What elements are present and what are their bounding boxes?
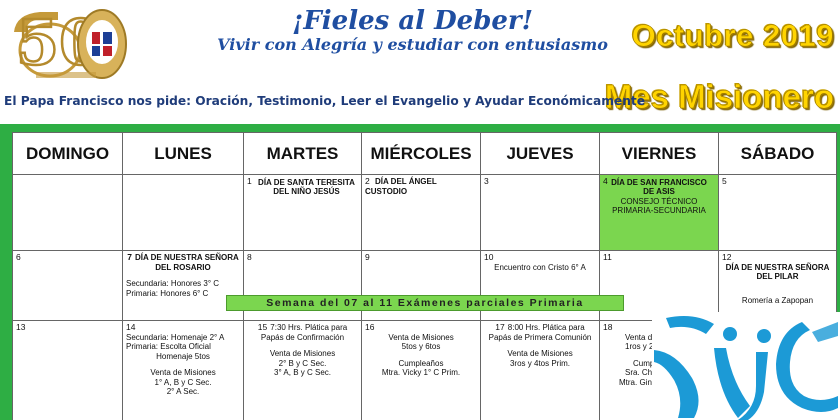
event-line: Primaria: Honores 6° C <box>126 288 209 298</box>
event-line: 2° A Sec. <box>166 387 200 396</box>
weekday-sunday: DOMINGO <box>12 132 123 175</box>
event-line: Mtra. Gina <box>619 377 657 387</box>
event-line: 5tos y 6tos <box>401 342 441 351</box>
event-line: CONSEJO TÉCNICO <box>620 196 698 206</box>
day-cell-empty <box>12 174 123 251</box>
day-number: 12 <box>722 252 732 262</box>
week-row-1: 1 DÍA DE SANTA TERESITA DEL NIÑO JESÚS 2… <box>12 174 837 251</box>
month-subtitle: Mes Misionero <box>604 78 834 116</box>
weekday-thursday: JUEVES <box>480 132 600 175</box>
day-number: 18 <box>603 322 613 332</box>
day-number: 14 <box>126 322 136 332</box>
event-title: DÍA DE SANTA TERESITA DEL NIÑO JESÚS <box>258 177 355 197</box>
weekday-wednesday: MIÉRCOLES <box>361 132 481 175</box>
event-line: 1ros y 2 <box>625 342 654 351</box>
day-cell-4: 4 DÍA DE SAN FRANCISCO DE ASIS CONSEJO T… <box>599 174 719 251</box>
event-line: Secundaria: Homenaje 2° A <box>126 332 225 342</box>
event-line: Venta de Misiones <box>269 349 336 358</box>
event-line: 2° B y C Sec. <box>278 358 327 368</box>
event-line: Primaria: Escolta Oficial <box>126 342 211 351</box>
day-number: 2 <box>365 176 370 186</box>
day-cell-1: 1 DÍA DE SANTA TERESITA DEL NIÑO JESÚS <box>243 174 362 251</box>
event-title: DÍA DEL ÁNGEL CUSTODIO <box>365 177 437 196</box>
day-number: 7 <box>127 252 132 262</box>
day-cell-5: 5 <box>718 174 837 251</box>
day-number: 11 <box>603 252 612 262</box>
weekday-tuesday: MARTES <box>243 132 362 175</box>
day-cell-3: 3 <box>480 174 600 251</box>
day-number: 10 <box>484 252 494 262</box>
day-cell-2: 2 DÍA DEL ÁNGEL CUSTODIO <box>361 174 481 251</box>
event-line: Secundaria: Honores 3° C <box>126 279 220 288</box>
event-line: 3° A, B y C Sec. <box>274 368 331 377</box>
event-line: Venta de Misiones <box>150 368 216 377</box>
event-line: Cump <box>633 358 655 368</box>
motto-subtitle: Vivir con Alegría y estudiar con entusia… <box>217 35 608 54</box>
day-number: 16 <box>365 322 375 332</box>
day-number: 13 <box>16 322 26 332</box>
event-line: Encuentro con Cristo 6° A <box>494 262 586 272</box>
month-title: Octubre 2019 <box>631 18 834 54</box>
event-line: 1° A, B y C Sec. <box>154 377 212 387</box>
event-line-text: 8:00 Hrs. Plática para Papás de Primera … <box>488 323 592 342</box>
event-title-text: DÍA DE NUESTRA SEÑORA DEL ROSARIO <box>134 253 239 272</box>
day-number: 3 <box>484 176 489 186</box>
day-number: 8 <box>247 252 252 262</box>
missions-logo-overlay <box>652 312 840 420</box>
day-number: 5 <box>722 176 727 186</box>
day-number: 17 <box>495 322 505 332</box>
event-title: DÍA DE SAN FRANCISCO DE ASIS <box>611 177 707 197</box>
weekday-saturday: SÁBADO <box>718 132 837 175</box>
event-line: Mtra. Vicky 1° C Prim. <box>381 368 461 377</box>
day-cell-empty <box>122 174 244 251</box>
day-number: 15 <box>257 322 268 332</box>
day-number: 1 <box>247 176 252 186</box>
exam-week-banner: Semana del 07 al 11 Exámenes parciales P… <box>226 295 624 311</box>
event-line: Venta de Misiones <box>388 332 454 342</box>
event-line: Venta de Misiones <box>507 349 573 358</box>
day-number: 4 <box>603 176 608 186</box>
school-50-years-logo: 50 <box>14 5 127 80</box>
event-line: Romería a Zapopan <box>741 295 814 305</box>
event-line: PRIMARIA-SECUNDARIA <box>612 206 706 215</box>
day-number: 6 <box>16 252 21 262</box>
event-line-text: 7:30 Hrs. Plática para Papás de Confirma… <box>260 323 348 342</box>
motto-block: ¡Fieles al Deber! Vivir con Alegría y es… <box>200 6 625 54</box>
weekday-friday: VIERNES <box>599 132 719 175</box>
event-line: Venta de <box>625 332 657 342</box>
day-cell-12: 12 DÍA DE NUESTRA SEÑORA DEL PILAR Romer… <box>718 250 837 321</box>
day-cell-16: 16 Venta de Misiones 5tos y 6tos Cumplea… <box>361 320 481 420</box>
event-line: Cumpleaños <box>398 358 444 368</box>
event-line: Sra. Chay <box>625 368 661 377</box>
event-title: DÍA DE NUESTRA SEÑORA DEL PILAR <box>725 262 830 282</box>
day-cell-6: 6 <box>12 250 123 321</box>
weekday-monday: LUNES <box>122 132 244 175</box>
day-cell-14: 14 Secundaria: Homenaje 2° A Primaria: E… <box>122 320 244 420</box>
calendar-table: DOMINGO LUNES MARTES MIÉRCOLES JUEVES VI… <box>12 132 837 420</box>
weekday-header-row: DOMINGO LUNES MARTES MIÉRCOLES JUEVES VI… <box>12 132 837 175</box>
day-cell-13: 13 <box>12 320 123 420</box>
event-line: 3ros y 4tos Prim. <box>509 358 570 368</box>
pope-message: El Papa Francisco nos pide: Oración, Tes… <box>4 94 645 108</box>
event-line: Homenaje 5tos <box>156 351 210 361</box>
motto-title: ¡Fieles al Deber! <box>291 6 534 36</box>
day-number: 9 <box>365 252 370 262</box>
